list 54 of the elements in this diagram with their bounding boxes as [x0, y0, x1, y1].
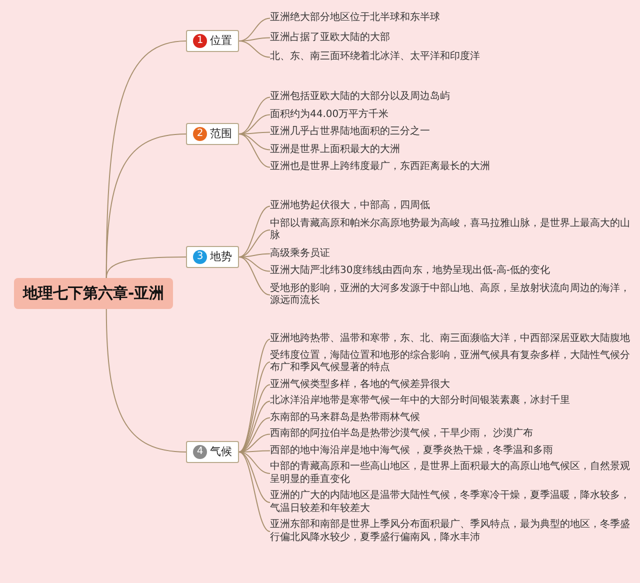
topic-box — [186, 123, 239, 145]
subtopic-text: 西南部的阿拉伯半岛是热带沙漠气候，干旱少雨， 沙漠广布 — [270, 428, 534, 440]
priority-number: 3 — [193, 250, 207, 264]
subtopic-text: 受纬度位置，海陆位置和地形的综合影响，亚洲气候具有复杂多样，大陆性气候分布广和季风气候显著的特点 — [270, 350, 636, 374]
connector-line — [238, 362, 270, 452]
connector-line — [238, 18, 270, 42]
subtopic-text: 亚洲气候类型多样，各地的气候差异很大 — [270, 378, 450, 391]
subtopic-text: 亚洲包括亚欧大陆的大部分以及周边岛屿 — [270, 91, 450, 104]
connector-line — [238, 96, 270, 134]
subtopic-text: 北冰洋沿岸地带是寒带气候一年中的大部分时间银装素裹，冰封千里 — [270, 395, 570, 408]
connector-line — [106, 256, 186, 278]
subtopic-text: 亚洲大陆严北纬30度纬线由西向东，地势呈现出低-高-低的变化 — [270, 265, 550, 278]
connector-line — [106, 308, 186, 452]
subtopic-text: 亚洲东部和南部是世界上季风分布面积最广、季风特点，最为典型的地区，冬季盛行偏北风降水较少，夏季盛行偏南风，降水丰沛 — [270, 519, 636, 544]
connector-line — [238, 134, 270, 168]
subtopic-text: 亚洲几乎占世界陆地面积的三分之一 — [270, 126, 430, 138]
subtopic-text: 亚洲绝大部分地区位于北半球和东半球 — [270, 12, 440, 24]
connector-line — [238, 452, 270, 532]
topic-box — [186, 246, 239, 268]
connector-line — [238, 230, 270, 258]
connector-line — [238, 400, 270, 452]
subtopic-text: 中部的青藏高原和一些高山地区，是世界上面积最大的高原山地气候区，自然景观呈明显的垂直变化 — [270, 461, 636, 486]
subtopic-text: 东南部的马来群岛是热带雨林气候 — [270, 412, 420, 424]
priority-number: 2 — [193, 127, 207, 141]
topic-label: 地势 — [210, 248, 232, 265]
priority-number: 4 — [193, 445, 207, 459]
subtopic-text: 亚洲是世界上面积最大的大洲 — [270, 144, 400, 156]
subtopic-text: 高级乘务员证 — [270, 248, 330, 260]
connector-line — [238, 256, 270, 272]
connector-line — [238, 40, 270, 58]
subtopic-text: 亚洲地跨热带、温带和寒带，东、北、南三面濒临大洋，中西部深居亚欧大陆腹地 — [270, 333, 630, 346]
subtopic-text: 面积约为44.00万平方千米 — [270, 108, 389, 121]
connector-line — [238, 452, 270, 503]
subtopic-text: 中部以青藏高原和帕米尔高原地势最为高峻，喜马拉雅山脉，是世界上最高大的山脉 — [270, 218, 636, 242]
connector-line — [238, 134, 270, 150]
connector-line — [238, 206, 270, 258]
subtopic-text: 亚洲占据了亚欧大陆的大部 — [270, 32, 390, 44]
topic-box — [186, 441, 239, 463]
subtopic-text: 亚洲也是世界上跨纬度最广，东西距离最长的大洲 — [270, 161, 490, 174]
subtopic-text: 亚洲的广大的内陆地区是温带大陆性气候，冬季寒冷干燥，夏季温暖，降水较多，气温日较差和年较差大 — [270, 490, 636, 515]
topic-label: 范围 — [210, 126, 232, 142]
priority-number: 1 — [193, 34, 207, 48]
subtopic-text: 西部的地中海沿岸是地中海气候 ，夏季炎热干燥，冬季温和多雨 — [270, 444, 554, 457]
connector-line — [238, 114, 270, 134]
subtopic-text: 北、东、南三面环绕着北冰洋、太平洋和印度洋 — [270, 51, 480, 64]
connector-line — [238, 452, 270, 474]
topic-label: 气候 — [210, 444, 232, 460]
topic-box — [186, 30, 239, 52]
connector-line — [238, 256, 270, 296]
connector-line — [238, 338, 270, 452]
subtopic-text: 受地形的影响，亚洲的大河多发源于中部山地、高原，呈放射状流向周边的海洋，源远而流长 — [270, 282, 636, 308]
central-topic: 地理七下第六章-亚洲 — [14, 278, 174, 308]
subtopic-text: 亚洲地势起伏很大，中部高，四周低 — [270, 200, 430, 212]
topic-label: 位置 — [210, 32, 232, 49]
